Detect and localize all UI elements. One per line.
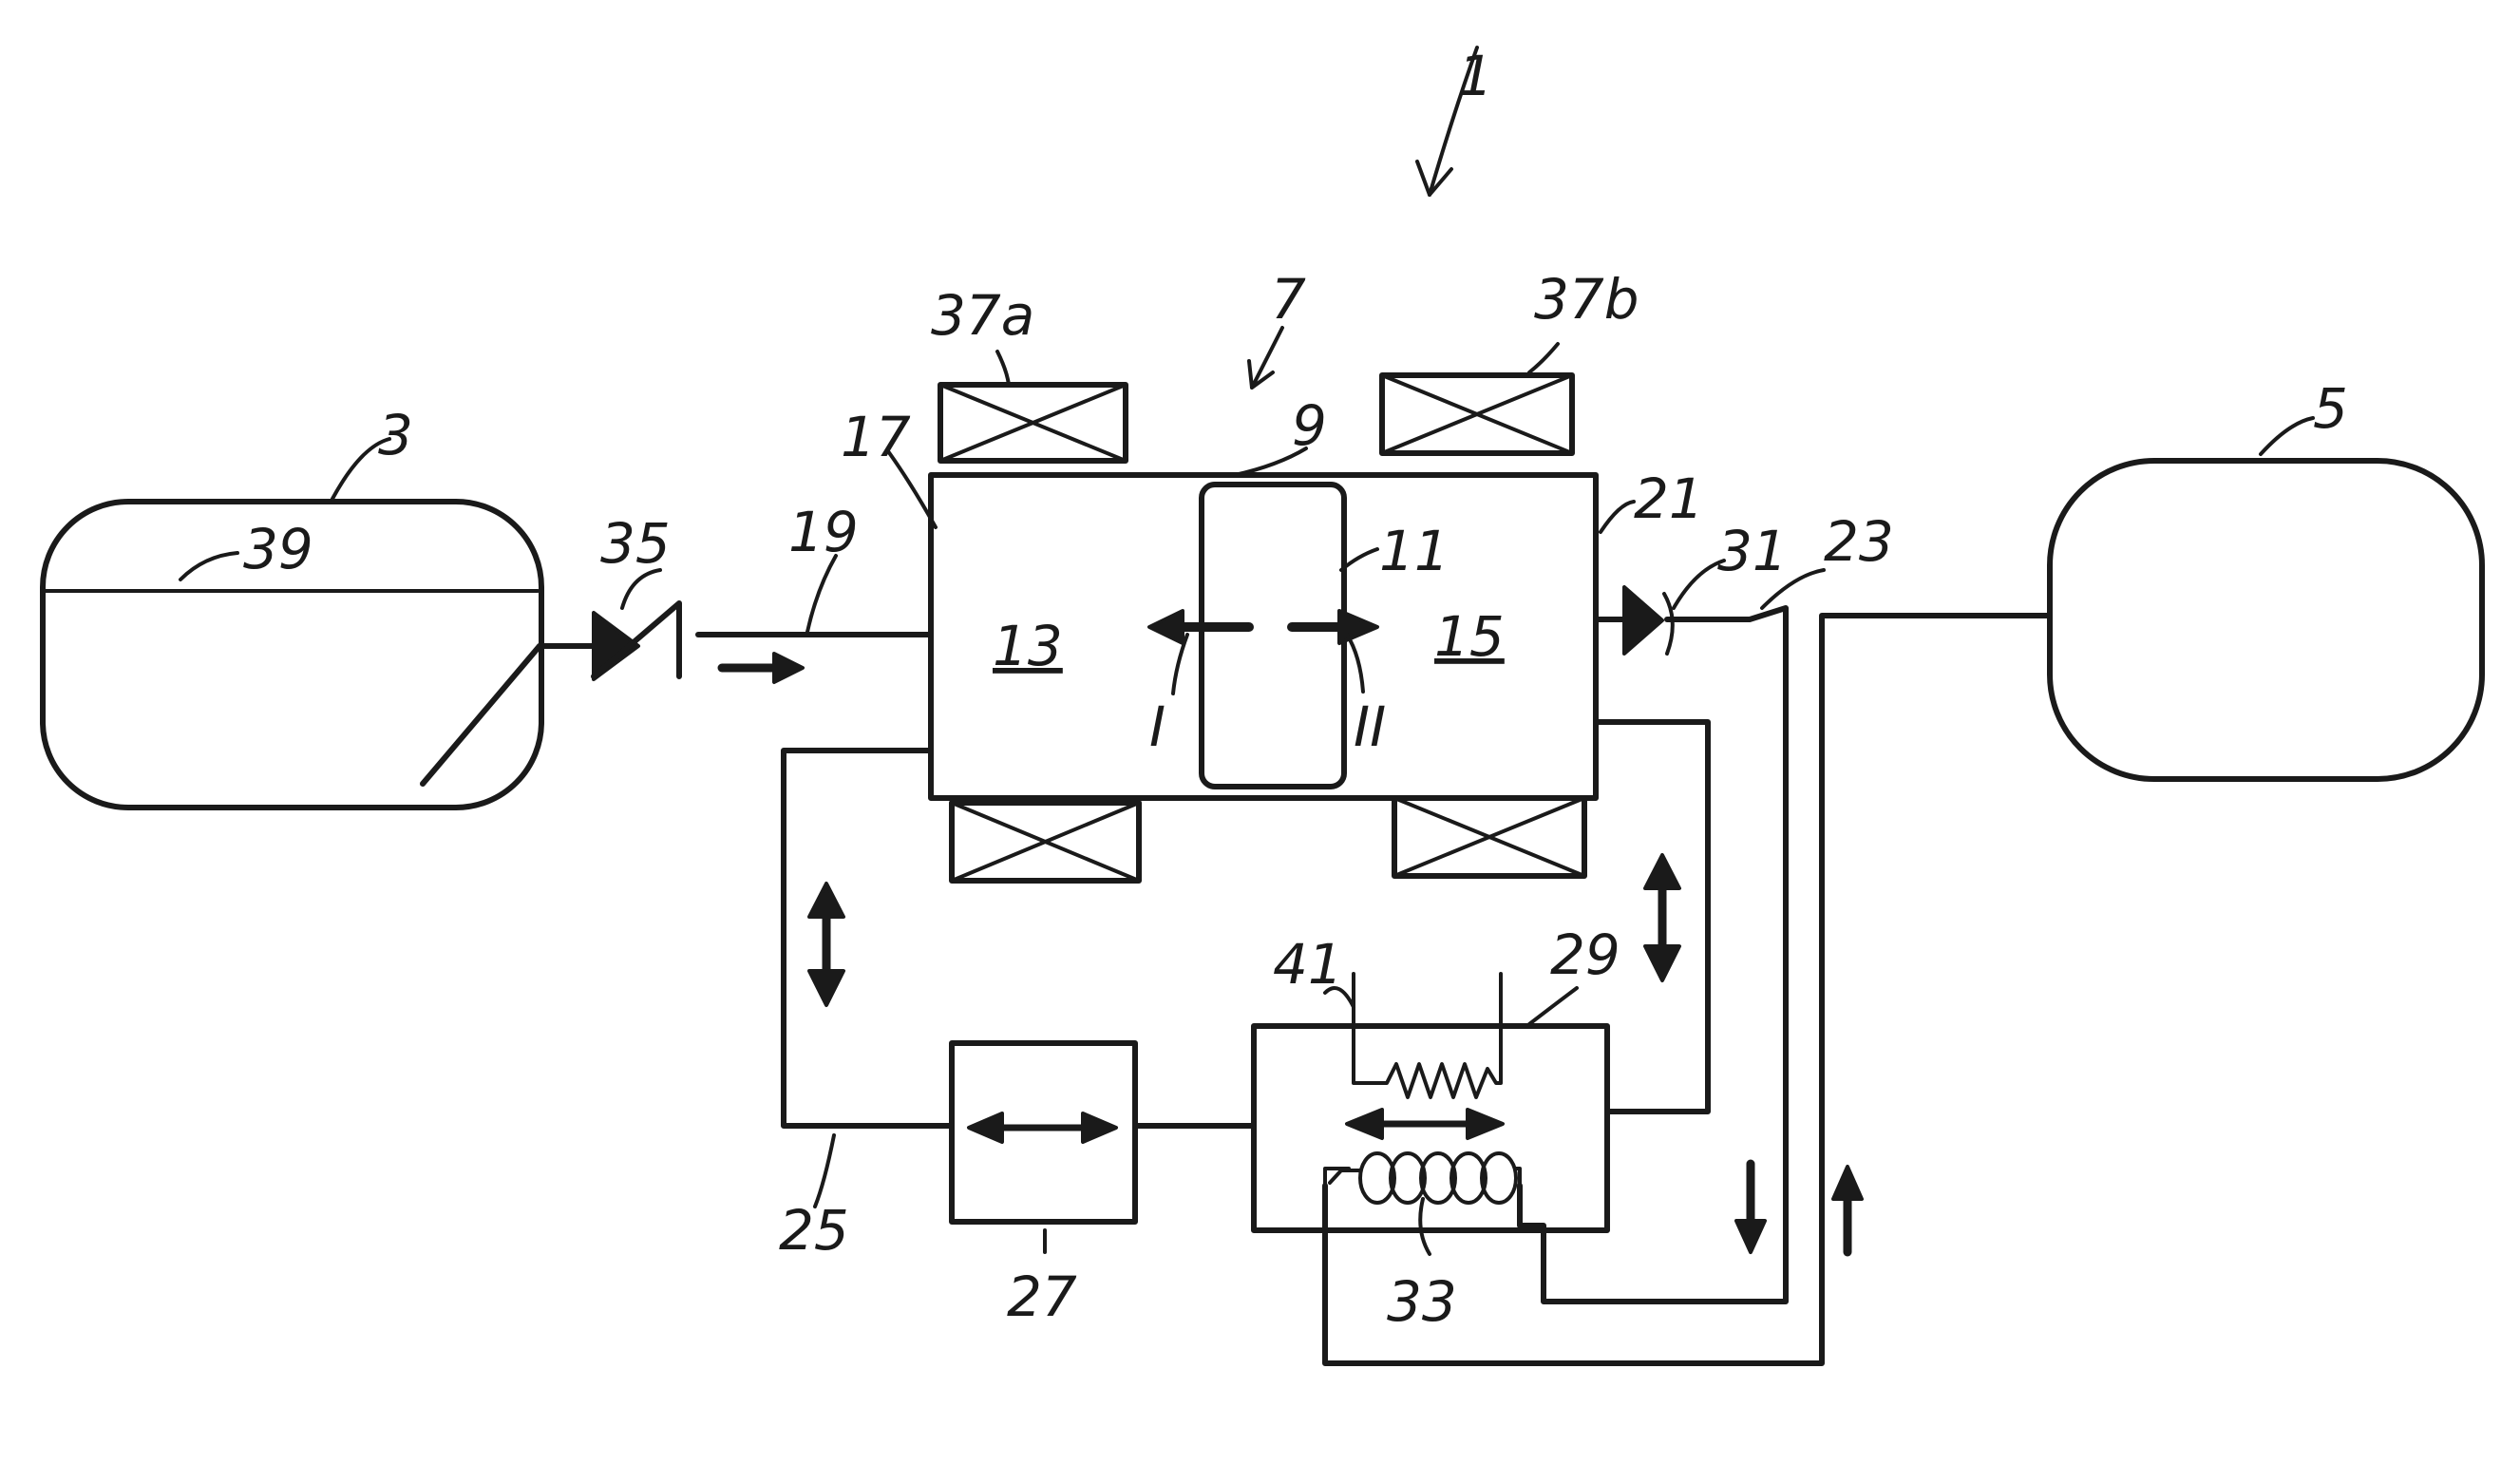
dip-pipe: [423, 646, 540, 784]
coil-element: [1325, 1153, 1520, 1203]
magnet-bottom-left: [952, 803, 1139, 881]
piston: [1202, 485, 1344, 787]
heat-exchanger-arrow: [1347, 1110, 1503, 1138]
oscillation-arrow-left: [809, 884, 843, 1005]
ref-label-23: 23: [1824, 509, 1894, 574]
ref-label-11: 11: [1379, 519, 1449, 583]
direction-label-II: II: [1354, 694, 1386, 759]
ref-label-31: 31: [1717, 519, 1788, 583]
chamber-label-13: 13: [993, 614, 1063, 678]
ref-label-5: 5: [2313, 376, 2348, 441]
check-valve-inlet: [594, 603, 679, 679]
ref-label-25: 25: [779, 1198, 849, 1263]
ref-label-37a: 37a: [931, 283, 1034, 348]
flow-arrow-up: [1833, 1167, 1862, 1252]
flow-arrow-inlet: [722, 654, 803, 682]
ref-label-29: 29: [1550, 922, 1620, 987]
ref-label-33: 33: [1387, 1269, 1457, 1334]
ref-label-1: 1: [1458, 44, 1493, 108]
direction-label-I: I: [1149, 694, 1165, 759]
ref-label-21: 21: [1634, 466, 1704, 531]
magnet-top-right: [1382, 375, 1572, 453]
ref-label-3: 3: [378, 403, 413, 467]
heater-element: [1354, 974, 1501, 1097]
loop-line-right: [1596, 722, 1708, 1112]
ref-label-35: 35: [600, 511, 671, 576]
right-tank: [2050, 461, 2482, 779]
chamber-label-15: 15: [1434, 604, 1505, 669]
ref-label-41: 41: [1273, 932, 1343, 997]
ref-label-7: 7: [1271, 267, 1306, 332]
ref-label-9: 9: [1292, 393, 1327, 458]
oscillation-arrow-right: [1645, 855, 1679, 980]
ref-label-37b: 37b: [1534, 267, 1639, 332]
ref-label-27: 27: [1007, 1264, 1077, 1329]
flow-arrow-down: [1736, 1164, 1765, 1252]
return-line: [1325, 616, 2050, 1363]
regenerator-arrow: [969, 1113, 1116, 1142]
ref-label-17: 17: [841, 405, 911, 469]
magnet-bottom-right: [1394, 798, 1584, 876]
magnet-top-left: [940, 385, 1126, 461]
direction-arrow-right: [1292, 611, 1377, 643]
ref-label-19: 19: [788, 500, 859, 564]
ref-label-39: 39: [243, 517, 313, 581]
loop-line-left: [784, 751, 952, 1126]
